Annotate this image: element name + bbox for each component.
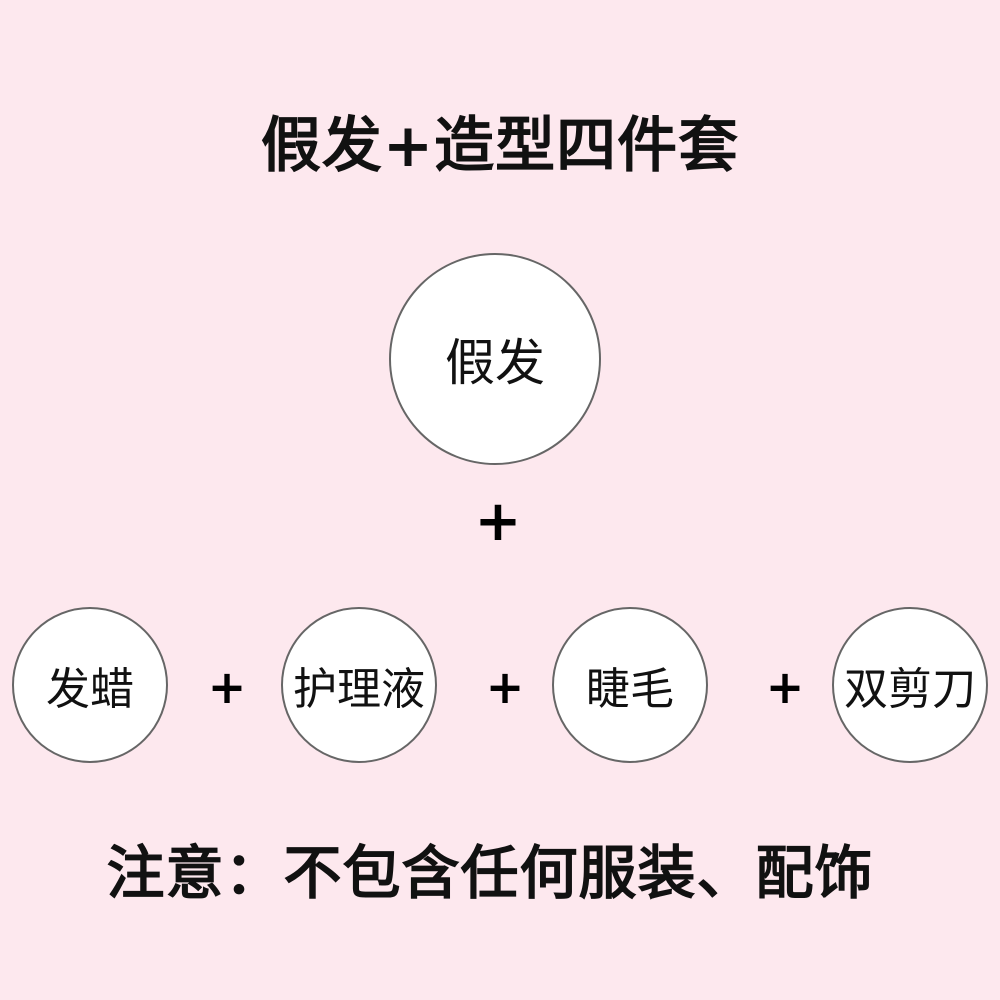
item-circle-scissors: 双剪刀	[832, 607, 988, 763]
item-circle-wax: 发蜡	[12, 607, 168, 763]
item-label-care-liquid: 护理液	[293, 664, 425, 715]
plus-sign-vertical: +	[474, 489, 522, 554]
disclaimer-note: 注意：不包含任何服装、配饰	[106, 839, 874, 907]
plus-sign-2: +	[485, 660, 525, 714]
item-label-scissors: 双剪刀	[844, 664, 976, 715]
item-circle-eyelashes: 睫毛	[552, 607, 708, 763]
item-label-eyelashes: 睫毛	[586, 664, 674, 715]
main-item-label: 假发	[445, 334, 545, 392]
plus-sign-3: +	[765, 660, 805, 714]
plus-sign-1: +	[207, 660, 247, 714]
item-circle-care-liquid: 护理液	[281, 607, 437, 763]
main-item-circle: 假发	[389, 253, 601, 465]
page-title: 假发+造型四件套	[260, 111, 740, 181]
item-label-wax: 发蜡	[46, 664, 134, 715]
